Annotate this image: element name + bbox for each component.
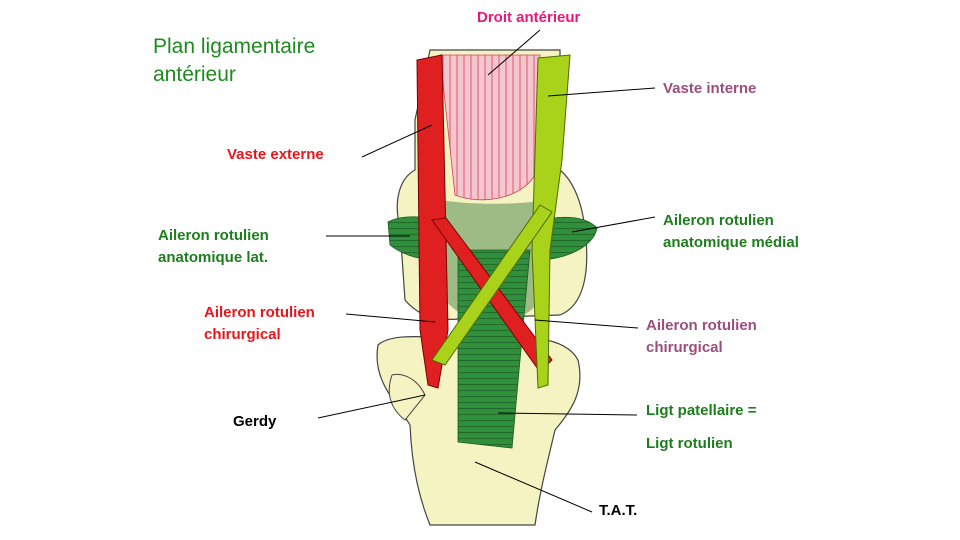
vaste-interne-muscle bbox=[431, 54, 571, 389]
label-aileron-chir-right-line1: Aileron rotulien bbox=[646, 317, 757, 334]
label-tat-text: T.A.T. bbox=[599, 502, 638, 519]
leader-aileron-med bbox=[571, 216, 656, 233]
label-vaste-externe: Vaste externe bbox=[227, 144, 324, 166]
title-line-2: antérieur bbox=[153, 63, 236, 86]
title-line-1: Plan ligamentaire bbox=[153, 35, 316, 58]
leader-vaste-externe bbox=[361, 124, 433, 158]
leader-lines bbox=[317, 29, 656, 513]
label-gerdy: Gerdy bbox=[233, 411, 276, 433]
label-vaste-interne: Vaste interne bbox=[663, 78, 756, 100]
label-tat: T.A.T. bbox=[599, 500, 637, 522]
label-aileron-lat-line1: Aileron rotulien bbox=[158, 227, 269, 244]
label-aileron-chirurgical-right: Aileron rotulien chirurgical bbox=[646, 315, 757, 359]
label-ligt-rotulien-line: Ligt rotulien bbox=[646, 435, 733, 452]
label-droit-anterieur-text: Droit antérieur bbox=[477, 9, 581, 26]
leader-gerdy bbox=[317, 394, 426, 419]
fibula-head bbox=[388, 373, 426, 421]
label-aileron-chir-left-line1: Aileron rotulien bbox=[204, 304, 315, 321]
leader-droit-anterieur bbox=[487, 29, 541, 76]
label-aileron-chir-right-line2: chirurgical bbox=[646, 339, 723, 356]
label-aileron-med-line1: Aileron rotulien bbox=[663, 212, 774, 229]
label-ligt-patellaire: Ligt patellaire = bbox=[646, 400, 756, 422]
leader-aileron-chir-left bbox=[345, 313, 436, 323]
leader-ligt-patellaire bbox=[497, 412, 638, 416]
droit-anterieur-muscle bbox=[439, 54, 541, 201]
label-aileron-anatomique-lat: Aileron rotulien anatomique lat. bbox=[158, 225, 269, 269]
label-vaste-interne-text: Vaste interne bbox=[663, 80, 757, 97]
label-aileron-anatomique-med: Aileron rotulien anatomique médial bbox=[663, 210, 799, 254]
label-aileron-chirurgical-left: Aileron rotulien chirurgical bbox=[204, 302, 315, 346]
slide-title: Plan ligamentaire antérieur bbox=[153, 33, 315, 89]
label-ligt-rotulien: Ligt rotulien bbox=[646, 433, 733, 455]
label-aileron-med-line2: anatomique médial bbox=[663, 234, 799, 251]
label-gerdy-text: Gerdy bbox=[233, 413, 277, 430]
leader-aileron-chir-right bbox=[534, 319, 639, 329]
label-aileron-chir-left-line2: chirurgical bbox=[204, 326, 281, 343]
label-vaste-externe-text: Vaste externe bbox=[227, 146, 324, 163]
label-droit-anterieur: Droit antérieur bbox=[477, 7, 580, 29]
label-aileron-lat-line2: anatomique lat. bbox=[158, 249, 269, 266]
leader-vaste-interne bbox=[547, 87, 656, 97]
leader-tat bbox=[474, 461, 593, 513]
label-ligt-patellaire-line1: Ligt patellaire = bbox=[646, 402, 757, 419]
